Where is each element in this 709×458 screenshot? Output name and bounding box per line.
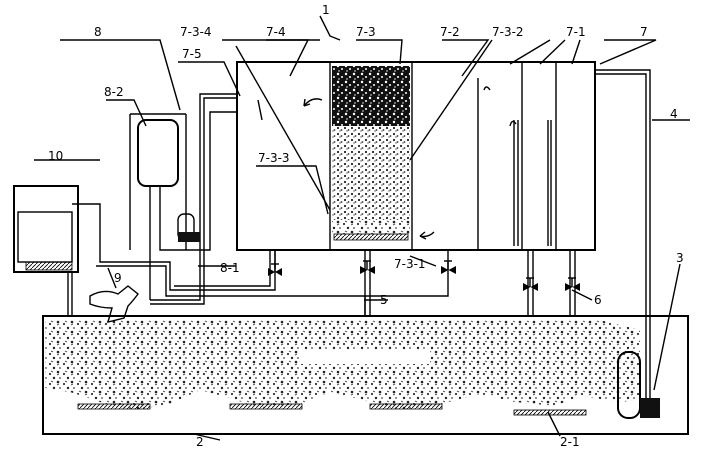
label-7-3-3: 7-3-3 <box>258 151 290 165</box>
label-7-3-1: 7-3-1 <box>394 257 426 271</box>
label-5: 5 <box>380 293 388 307</box>
label-6: 6 <box>594 293 602 307</box>
label-7-3: 7-3 <box>356 25 376 39</box>
valve-icon <box>523 277 538 291</box>
circulation-pump <box>617 351 660 419</box>
piping <box>67 69 651 398</box>
labels: 1 7-4 7-3 7-2 7-3-2 7-1 7 7-3-4 8 7-5 8-… <box>48 3 684 449</box>
label-8: 8 <box>94 25 102 39</box>
label-7-3-4: 7-3-4 <box>180 25 212 39</box>
label-2: 2 <box>196 435 204 449</box>
label-1: 1 <box>322 3 330 17</box>
valve-icon <box>360 260 375 274</box>
label-7-2: 7-2 <box>440 25 460 39</box>
label-9: 9 <box>114 271 122 285</box>
label-8-2: 8-2 <box>104 85 124 99</box>
storage-tank <box>129 113 187 250</box>
valve-icon <box>565 277 580 291</box>
label-7-1: 7-1 <box>566 25 586 39</box>
label-8-1: 8-1 <box>220 261 240 275</box>
label-2-1: 2-1 <box>560 435 580 449</box>
label-7-4: 7-4 <box>266 25 286 39</box>
label-4: 4 <box>670 107 678 121</box>
leader-lines <box>34 15 690 441</box>
inlet-device <box>89 285 139 323</box>
label-3: 3 <box>676 251 684 265</box>
bottom-tank <box>42 315 689 435</box>
label-10: 10 <box>48 149 63 163</box>
main-reactor <box>236 61 596 316</box>
label-7: 7 <box>640 25 648 39</box>
label-7-5: 7-5 <box>182 47 202 61</box>
label-7-3-2: 7-3-2 <box>492 25 524 39</box>
valve-group <box>268 260 580 291</box>
control-box <box>13 185 79 273</box>
pump-unit <box>177 213 200 242</box>
valve-icon <box>441 260 456 274</box>
